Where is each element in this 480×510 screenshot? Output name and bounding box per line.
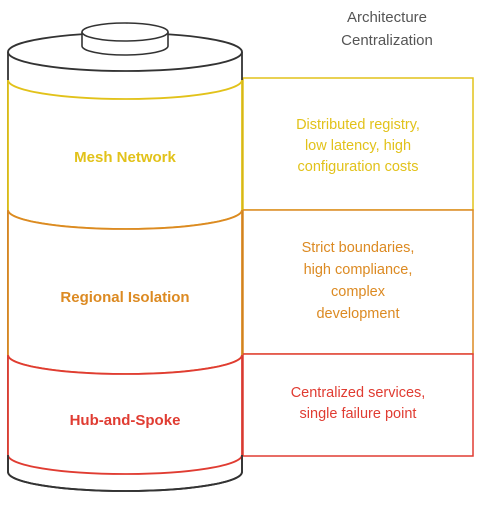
mesh-network-description-line: configuration costs bbox=[298, 159, 419, 175]
hub-and-spoke-label: Hub-and-Spoke bbox=[70, 412, 181, 429]
regional-isolation-description-line: high compliance, bbox=[304, 262, 413, 278]
diagram-title-line-2: Centralization bbox=[341, 32, 433, 49]
regional-isolation-description-line: complex bbox=[331, 284, 386, 300]
cylinder-knob-top bbox=[81, 22, 169, 42]
regional-isolation-description-box bbox=[242, 209, 474, 355]
regional-isolation-label: Regional Isolation bbox=[60, 289, 189, 306]
hub-and-spoke-description-line: single failure point bbox=[300, 406, 417, 422]
mesh-network-description-line: Distributed registry, bbox=[296, 117, 420, 133]
mesh-network-label: Mesh Network bbox=[74, 149, 176, 166]
regional-isolation-description-line: development bbox=[316, 306, 399, 322]
mesh-network-description-box bbox=[242, 77, 474, 211]
hub-and-spoke-description-box bbox=[242, 353, 474, 457]
hub-and-spoke-description-line: Centralized services, bbox=[291, 385, 426, 401]
diagram-title-line-1: Architecture bbox=[347, 9, 427, 26]
mesh-network-description-line: low latency, high bbox=[305, 138, 411, 154]
cylinder-bottom-rim bbox=[7, 455, 243, 492]
regional-isolation-description-line: Strict boundaries, bbox=[302, 240, 415, 256]
